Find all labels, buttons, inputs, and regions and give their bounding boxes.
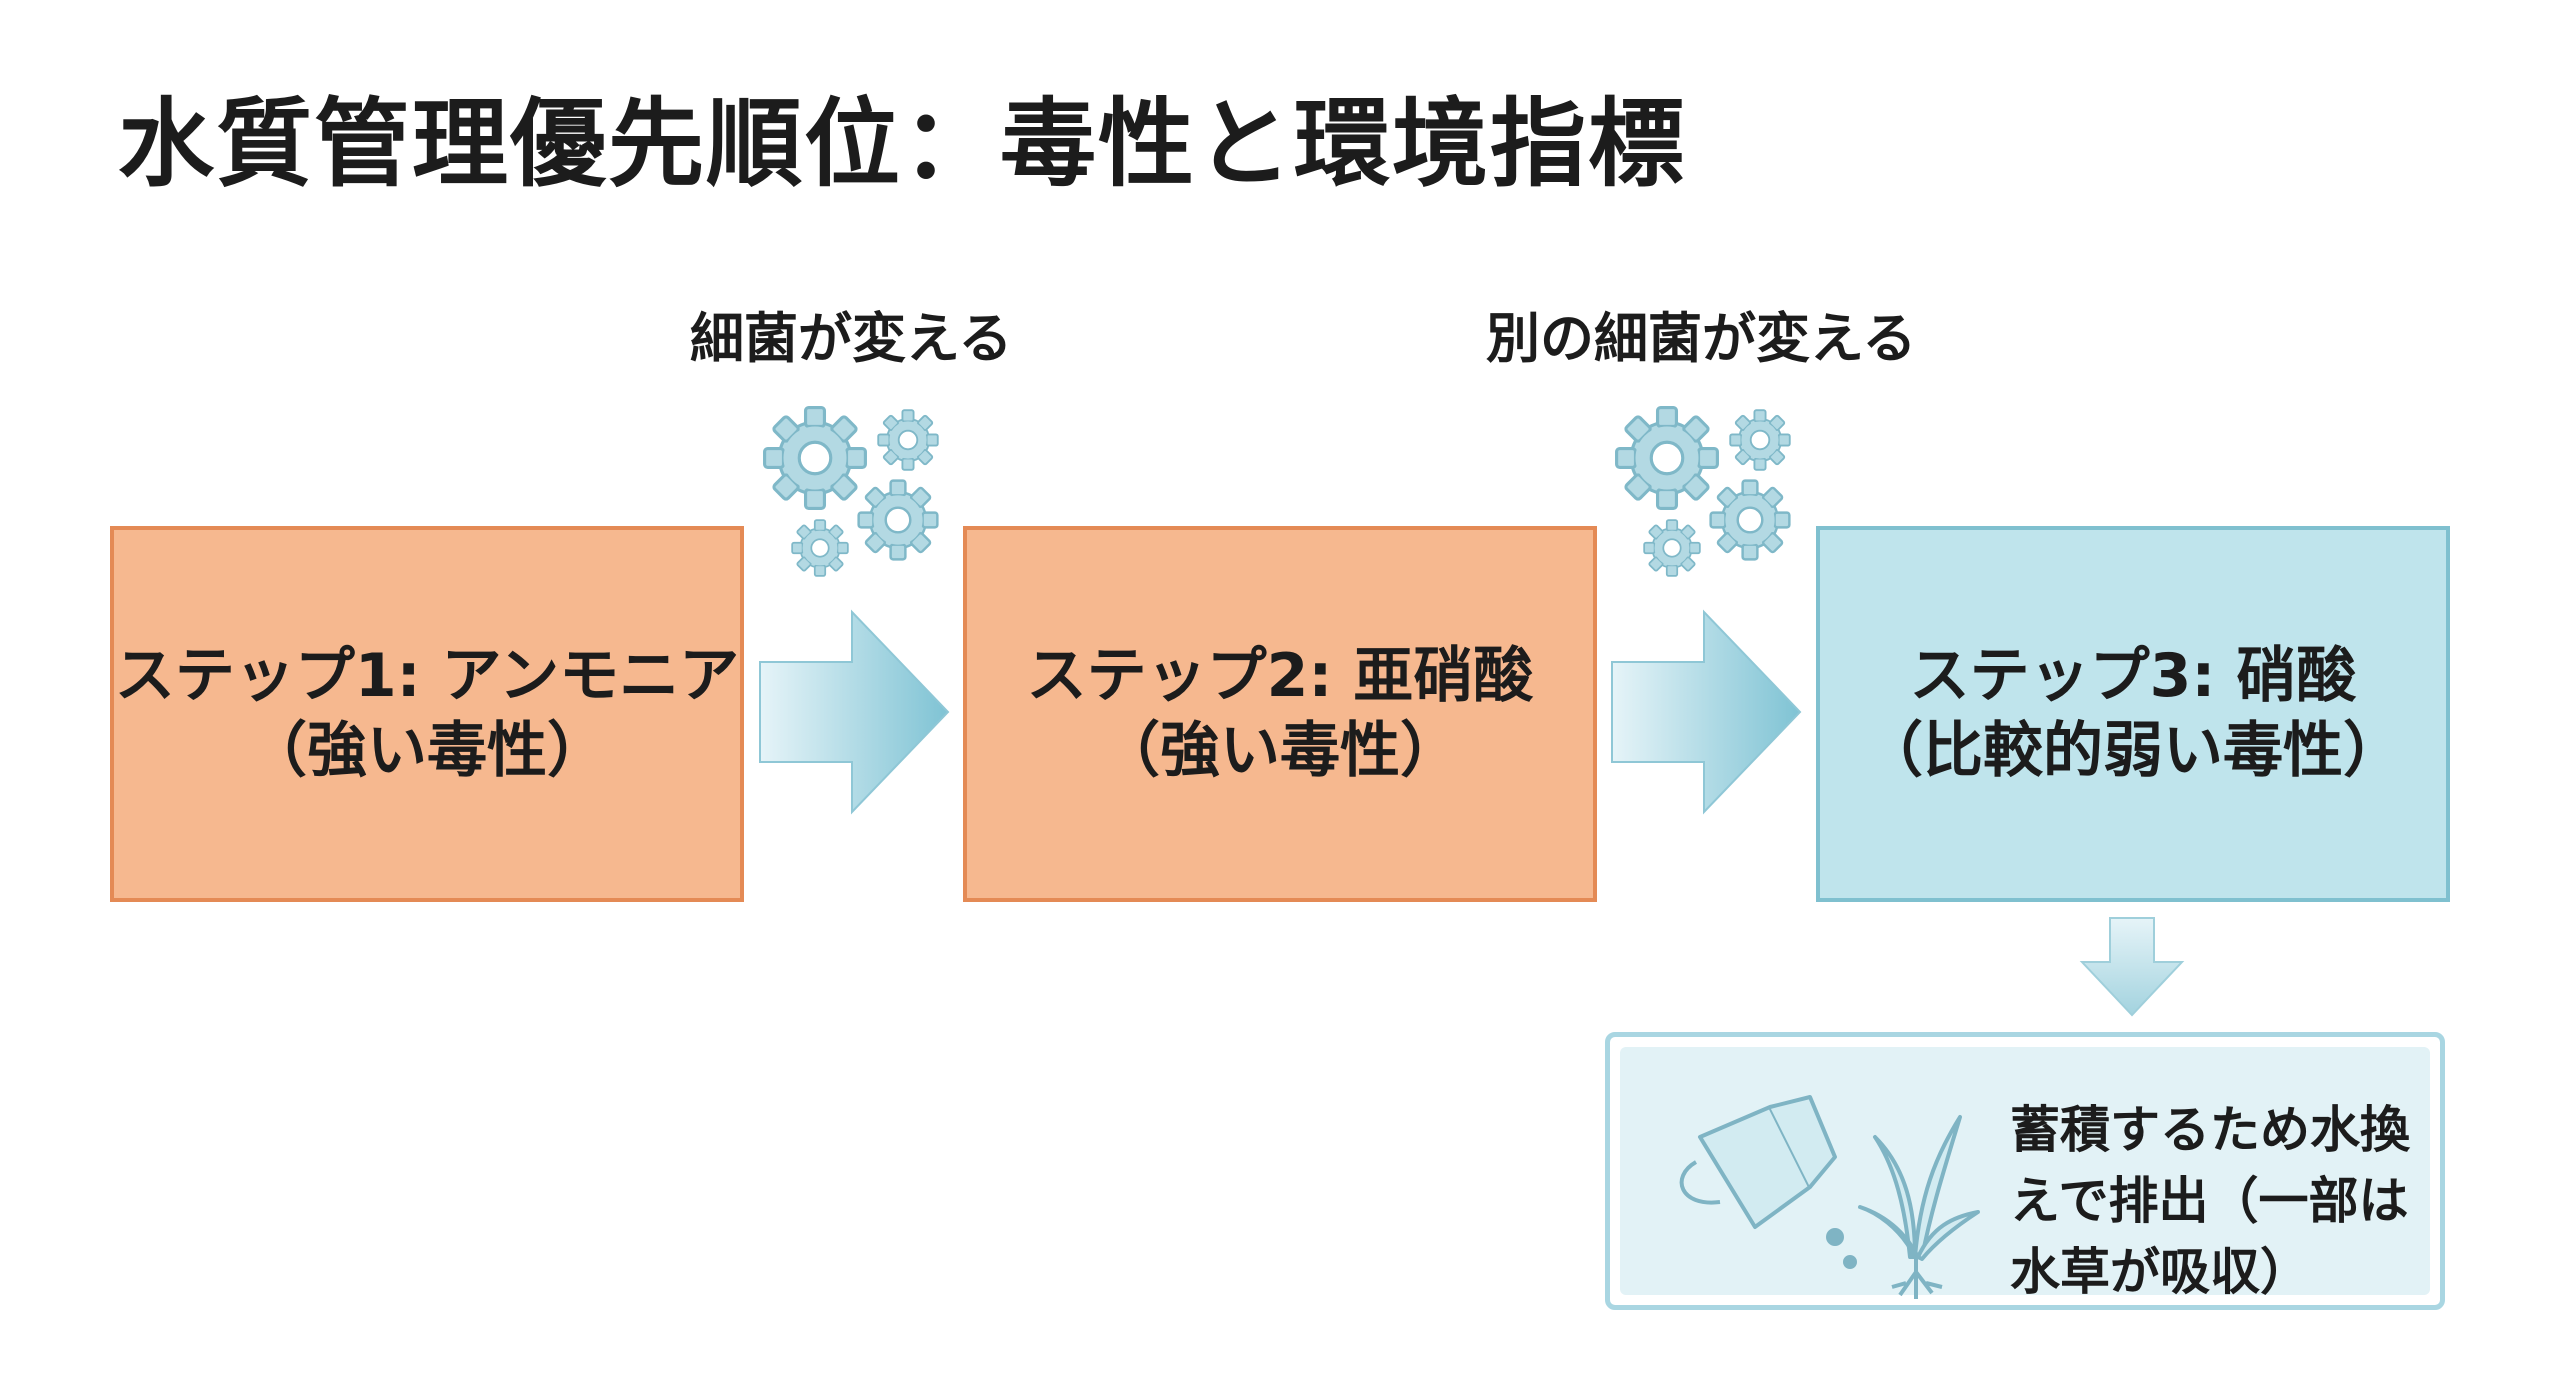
result-line-3: 水草が吸収） <box>2010 1243 2310 1301</box>
step-box-nitrite: ステップ2: 亜硝酸 （強い毒性） <box>963 526 1597 902</box>
gears-icon <box>763 406 939 577</box>
process-label-1: 細菌が変える <box>690 307 1013 370</box>
arrow-right-icon <box>759 609 950 815</box>
process-label-2: 別の細菌が変える <box>1486 307 1917 370</box>
result-line-1: 蓄積するため水換 <box>2010 1101 2410 1159</box>
result-text: 蓄積するため水換 えで排出（一部は 水草が吸収） <box>2010 1095 2410 1308</box>
watering-can-icon <box>1679 1095 1857 1269</box>
step-title: ステップ1: アンモニア <box>114 641 740 711</box>
result-line-2: えで排出（一部は <box>2010 1172 2409 1230</box>
step-box-ammonia: ステップ1: アンモニア （強い毒性） <box>110 526 744 902</box>
step-toxicity: （比較的弱い毒性） <box>1863 716 2403 786</box>
arrow-down-icon <box>2079 917 2185 1017</box>
arrow-right-icon <box>1611 609 1802 815</box>
result-box: 蓄積するため水換 えで排出（一部は 水草が吸収） <box>1605 1032 2445 1310</box>
step-box-nitrate: ステップ3: 硝酸 （比較的弱い毒性） <box>1816 526 2450 902</box>
gears-icon <box>1615 406 1791 577</box>
result-inner: 蓄積するため水換 えで排出（一部は 水草が吸収） <box>1620 1047 2430 1301</box>
page-title: 水質管理優先順位：毒性と環境指標 <box>118 88 1686 200</box>
step-toxicity: （強い毒性） <box>1100 716 1460 786</box>
step-title: ステップ2: 亜硝酸 <box>1026 641 1534 711</box>
water-plant-icon <box>1858 1115 1980 1299</box>
step-title: ステップ3: 硝酸 <box>1909 641 2357 711</box>
step-toxicity: （強い毒性） <box>247 716 607 786</box>
result-icons <box>1679 1095 1980 1299</box>
